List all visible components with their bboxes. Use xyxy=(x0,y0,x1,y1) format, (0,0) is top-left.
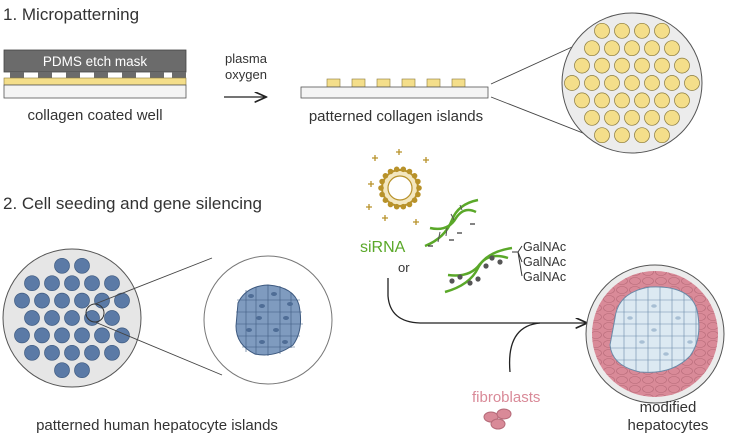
collagen-island-dots xyxy=(564,22,700,144)
pdms-mask xyxy=(3,49,187,78)
or-label: or xyxy=(398,260,410,275)
arrow-label-oxygen: oxygen xyxy=(225,67,267,82)
lipid-nanoparticle-icon xyxy=(366,149,429,225)
sirna-duplex-icon xyxy=(424,198,479,248)
patterned-islands-well xyxy=(300,78,489,99)
zoom-line-upper xyxy=(94,257,213,305)
galnac-label-2: GalNAc xyxy=(523,255,566,269)
hepatocyte-island-dots xyxy=(14,257,130,379)
galnac-label-1: GalNAc xyxy=(523,240,566,254)
hepatocyte-cluster xyxy=(235,284,303,356)
well-label: collagen coated well xyxy=(27,107,162,124)
galnac-sirna-icon xyxy=(444,245,523,294)
well-base xyxy=(3,84,187,99)
arrow-label-plasma: plasma xyxy=(225,51,268,66)
fibroblast-arrow xyxy=(508,322,541,373)
modified-label-line1: modified xyxy=(640,399,697,416)
hep-islands-label: patterned human hepatocyte islands xyxy=(36,417,278,434)
collagen-layer xyxy=(3,77,187,86)
modified-label-line2: hepatocytes xyxy=(628,417,709,434)
sirna-label: siRNA xyxy=(360,239,406,256)
fibroblast-cells-icon xyxy=(483,408,512,430)
step1-title: 1. Micropatterning xyxy=(3,5,139,24)
mask-label: PDMS etch mask xyxy=(43,54,148,69)
modified-hepatocytes-well xyxy=(585,264,725,404)
fibroblasts-label: fibroblasts xyxy=(472,389,540,406)
charge-marks xyxy=(428,223,475,247)
islands-label: patterned collagen islands xyxy=(309,108,483,125)
zoom-line-top xyxy=(490,41,584,85)
galnac-label-3: GalNAc xyxy=(523,270,566,284)
zoom-line-lower xyxy=(94,321,223,376)
sirna-arrow xyxy=(387,278,586,323)
step2-title: 2. Cell seeding and gene silencing xyxy=(3,194,262,213)
